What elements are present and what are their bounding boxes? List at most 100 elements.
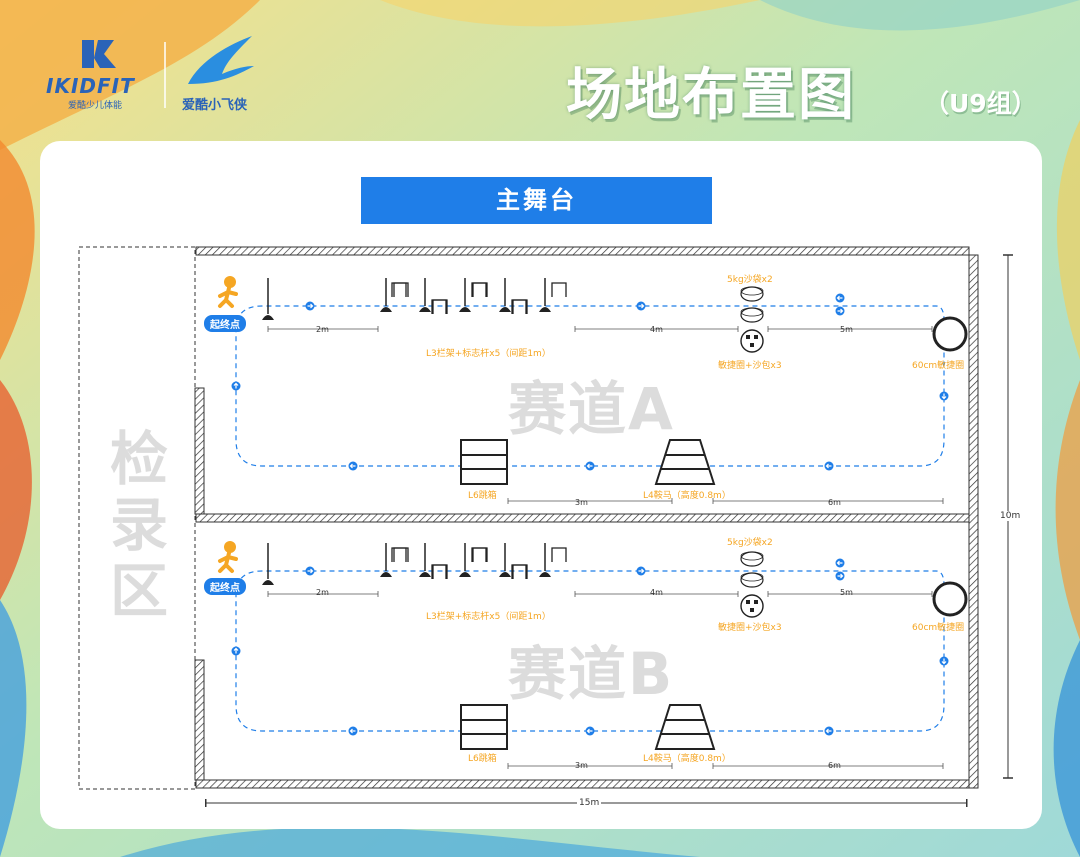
middle-wall xyxy=(195,513,970,523)
marker-cone-icon xyxy=(499,307,511,312)
main-stage-label: 主舞台 xyxy=(361,177,712,224)
lane-a-ring-label: 敏捷圈+沙包x3 xyxy=(718,361,782,371)
marker-cone-icon xyxy=(380,307,392,312)
marker-cone-icon xyxy=(459,307,471,312)
direction-arrow-glyph xyxy=(941,393,947,400)
hurdle-icon xyxy=(431,299,447,314)
lane-a-dist-6m: 6m xyxy=(828,498,841,507)
big-agility-ring-icon xyxy=(932,316,968,352)
direction-arrow-glyph xyxy=(233,647,239,654)
direction-arrow-glyph xyxy=(836,560,843,566)
jump-box-icon xyxy=(460,439,508,485)
direction-arrow-glyph xyxy=(825,728,832,734)
lane-b-title: 赛道B xyxy=(508,640,675,708)
bottom-wall xyxy=(195,779,970,789)
height-dimension-label: 10m xyxy=(1000,511,1021,521)
lane-b-dist-3m: 3m xyxy=(575,761,588,770)
direction-arrow-glyph xyxy=(307,303,314,309)
small-sandbag-icon xyxy=(750,608,754,612)
small-sandbag-icon xyxy=(750,343,754,347)
lane-b-hurdles-label: L3栏架+标志杆x5（间距1m） xyxy=(426,612,551,622)
hurdle-icon xyxy=(551,282,567,297)
direction-arrow-glyph xyxy=(825,463,832,469)
direction-arrow-glyph xyxy=(837,573,844,579)
lane-b-big-ring-label: 60cm敏捷圈 xyxy=(912,623,965,633)
jump-box-icon xyxy=(460,704,508,750)
track-loop xyxy=(235,305,945,467)
marker-cone-icon xyxy=(499,572,511,577)
agility-ring-icon xyxy=(740,594,764,618)
direction-arrow-glyph xyxy=(349,728,356,734)
lane-a-hurdles-label: L3栏架+标志杆x5（间距1m） xyxy=(426,349,551,359)
lane-b-start-badge: 起终点 xyxy=(204,578,246,595)
lane-a-title: 赛道A xyxy=(508,375,675,443)
small-sandbag-icon xyxy=(754,335,758,339)
sandbag-rim xyxy=(740,307,764,317)
marker-cone-icon xyxy=(539,307,551,312)
direction-arrow-glyph xyxy=(349,463,356,469)
checkin-zone xyxy=(78,246,196,790)
hurdle-icon xyxy=(432,564,448,579)
hurdle-icon xyxy=(471,547,487,562)
small-sandbag-icon xyxy=(746,600,750,604)
flying-hero-logo-icon xyxy=(188,36,254,84)
hurdle-icon xyxy=(471,282,487,297)
lane-a-dist-5m: 5m xyxy=(840,325,853,334)
direction-arrow-glyph xyxy=(836,295,843,301)
hurdle-icon xyxy=(511,564,527,579)
page-title-group: （U9组） xyxy=(924,89,1037,118)
lane-b-vault-label: L4鞍马（高度0.8m） xyxy=(643,754,731,764)
brand-logo-text: IKIDFIT xyxy=(46,74,135,98)
hurdle-icon xyxy=(512,564,528,579)
hurdle-icon xyxy=(432,299,448,314)
lane-a-sandbag-label: 5kg沙袋x2 xyxy=(727,275,773,285)
direction-arrow-glyph xyxy=(941,658,947,665)
direction-arrow-glyph xyxy=(638,303,645,309)
hurdle-icon xyxy=(391,282,407,297)
vault-horse-icon xyxy=(654,439,716,485)
lane-a-start-badge: 起终点 xyxy=(204,315,246,332)
agility-ring-icon xyxy=(740,329,764,353)
lane-a-dist-3m: 3m xyxy=(575,498,588,507)
brand-logo-subtitle: 爱酷少儿体能 xyxy=(68,101,123,111)
vault-horse-icon xyxy=(654,704,716,750)
hurdle-icon xyxy=(551,547,567,562)
hurdle-icon xyxy=(431,564,447,579)
direction-arrow-glyph xyxy=(586,463,593,469)
lane-b-dist-5m: 5m xyxy=(840,588,853,597)
lane-a-dist-4m: 4m xyxy=(650,325,663,334)
lane-b-equipment xyxy=(218,541,968,769)
hurdle-icon xyxy=(512,299,528,314)
layout-panel xyxy=(40,141,1042,829)
sandbag-rim xyxy=(740,551,764,561)
lane-a-vault-label: L4鞍马（高度0.8m） xyxy=(643,491,731,501)
lane-b-dist-4m: 4m xyxy=(650,588,663,597)
left-wall-a xyxy=(194,387,205,515)
hurdle-icon xyxy=(511,299,527,314)
runner-head-icon xyxy=(224,276,236,288)
brand-logo2-subtitle: 爱酷小飞侠 xyxy=(182,98,248,113)
ikidfit-logo-icon xyxy=(82,40,116,68)
runner-head-icon xyxy=(224,541,236,553)
lane-a-box-label: L6跳箱 xyxy=(468,491,497,501)
sandbag-rim xyxy=(740,286,764,296)
marker-cone-icon xyxy=(262,580,274,585)
big-agility-ring-icon xyxy=(932,581,968,617)
marker-cone-icon xyxy=(539,572,551,577)
lane-a-equipment xyxy=(218,276,968,504)
small-sandbag-icon xyxy=(746,335,750,339)
page-title: 场地布置图 xyxy=(566,63,856,128)
hurdle-icon xyxy=(472,547,488,562)
sandbag-rim xyxy=(740,572,764,582)
width-dimension-label: 15m xyxy=(577,798,602,808)
track-loop xyxy=(235,570,945,732)
marker-cone-icon xyxy=(419,307,431,312)
lane-b-dist-6m: 6m xyxy=(828,761,841,770)
hurdle-icon xyxy=(391,547,407,562)
lane-a-big-ring-label: 60cm敏捷圈 xyxy=(912,361,965,371)
marker-cone-icon xyxy=(262,315,274,320)
checkin-zone-label: 检录区 xyxy=(109,425,168,625)
right-wall xyxy=(968,254,979,789)
direction-arrow-glyph xyxy=(233,382,239,389)
marker-cone-icon xyxy=(419,572,431,577)
